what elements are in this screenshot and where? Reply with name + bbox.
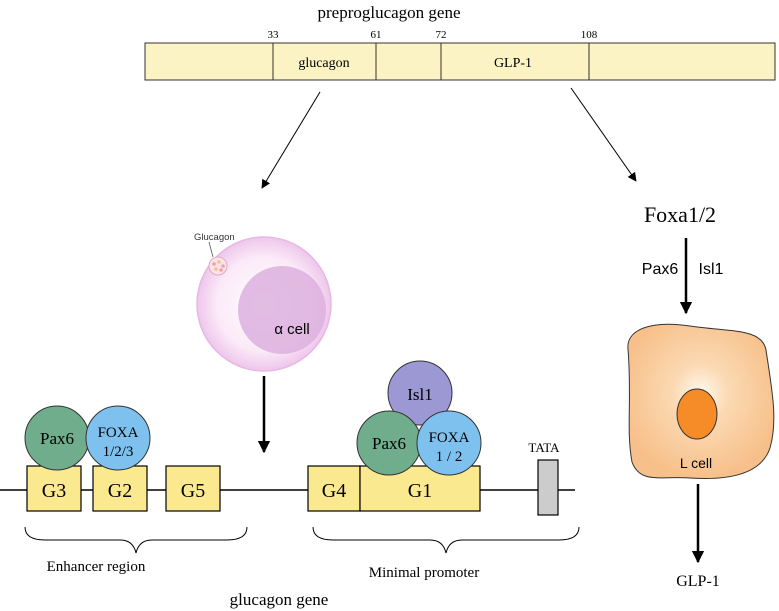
position-72-label: 72 <box>436 29 447 41</box>
isl1-factor <box>387 360 453 426</box>
isl1-label: Isl1 <box>407 385 433 404</box>
position-108-label: 108 <box>581 29 598 41</box>
g3-label: G3 <box>42 480 66 502</box>
glucagon-vesicle <box>208 256 228 276</box>
g5-label: G5 <box>181 480 205 502</box>
enhancer-region-brace <box>24 526 248 554</box>
position-33-label: 33 <box>268 29 280 41</box>
glucagon-segment-label: glucagon <box>298 56 349 71</box>
foxa-enhancer-factor <box>85 405 151 471</box>
pax6-lcell-label: Pax6 <box>642 261 679 278</box>
g1-label: G1 <box>408 480 432 502</box>
glucagon-secretion-label: Glucagon <box>194 232 235 243</box>
l-cell-nucleus <box>676 388 718 440</box>
position-61-label: 61 <box>371 29 382 41</box>
foxa-enhancer-label-line2: 1/2/3 <box>103 444 134 460</box>
isl1-lcell-label: Isl1 <box>699 261 724 278</box>
glp1-output-label: GLP-1 <box>676 573 720 590</box>
tata-label: TATA <box>528 440 560 455</box>
diagram-title: preproglucagon gene <box>317 3 460 22</box>
tata-box <box>537 459 559 516</box>
g3-element <box>26 465 82 512</box>
arrow-to-foxa <box>570 87 637 182</box>
glucagon-gene-label: glucagon gene <box>230 590 329 609</box>
alpha-cell <box>196 236 332 372</box>
g5-element <box>165 465 221 512</box>
glucagon-pointer-line <box>208 241 214 258</box>
foxa-promoter-label-line2: 1 / 2 <box>436 449 463 465</box>
g4-label: G4 <box>322 480 346 502</box>
minimal-promoter-label: Minimal promoter <box>369 565 479 581</box>
alpha-cell-label: α cell <box>274 321 309 338</box>
preproglucagon-bar <box>144 42 776 81</box>
arrow-to-alpha-cell <box>261 91 321 189</box>
l-cell-label: L cell <box>680 455 712 471</box>
glp1-segment-label: GLP-1 <box>494 56 532 71</box>
pax6-promoter-label: Pax6 <box>372 434 406 453</box>
foxa-promoter-factor <box>416 410 482 476</box>
foxa-enhancer-label-line1: FOXA <box>98 425 139 441</box>
pax6-enhancer-label: Pax6 <box>40 429 74 448</box>
enhancer-region-label: Enhancer region <box>47 559 146 575</box>
g2-element <box>92 465 148 512</box>
foxa-promoter-label-line1: FOXA <box>429 430 470 446</box>
g2-label: G2 <box>108 480 132 502</box>
foxa-label: Foxa1/2 <box>644 202 716 227</box>
minimal-promoter-brace <box>312 526 580 554</box>
